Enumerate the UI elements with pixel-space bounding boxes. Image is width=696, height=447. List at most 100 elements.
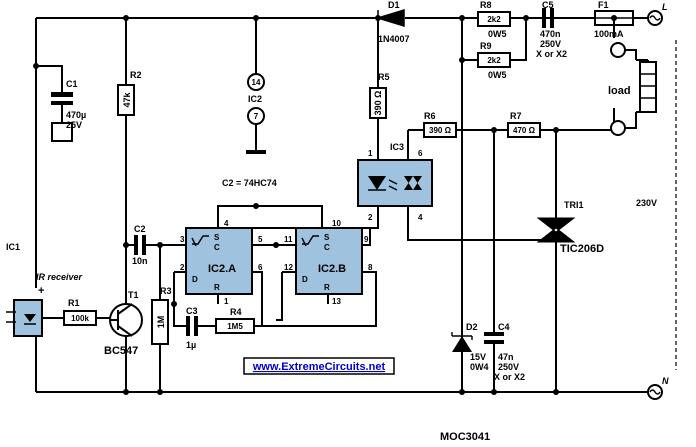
junction-dot xyxy=(123,15,129,21)
d2-zener-bar xyxy=(451,332,473,340)
junction-dot xyxy=(253,15,259,21)
ic2b-r: R xyxy=(324,283,330,292)
r7-ref: R7 xyxy=(510,111,522,121)
junction-dot xyxy=(459,57,465,63)
ic3-led xyxy=(368,176,386,190)
ic2b-wire xyxy=(262,228,377,327)
load-block-lines xyxy=(640,73,656,99)
ic2b-schmitt-icon xyxy=(301,235,319,247)
r2-ref: R2 xyxy=(130,70,142,80)
ir-label: IR receiver xyxy=(36,272,83,282)
ic2b-c: C xyxy=(324,243,330,252)
c4-ref: C4 xyxy=(498,322,510,332)
c2-capacitor-plate2 xyxy=(142,235,146,255)
junction-dot xyxy=(273,242,279,248)
ic2a-d: D xyxy=(192,275,198,284)
ic3-light-arrows xyxy=(388,179,398,191)
junction-dot xyxy=(611,15,617,21)
junction-dot xyxy=(253,203,259,209)
r3-resistor xyxy=(151,299,169,345)
junction-dot xyxy=(459,15,465,21)
ic2a-flipflop xyxy=(185,227,253,295)
load-label: load xyxy=(608,85,631,97)
c1-ref: C1 xyxy=(66,79,78,89)
website-link[interactable]: www.ExtremeCircuits.net xyxy=(252,361,386,373)
r1-value: 100k xyxy=(71,314,89,323)
c5-ref: C5 xyxy=(542,0,554,10)
junction-dot xyxy=(123,242,129,248)
t1-leads xyxy=(110,296,133,392)
f1-value: 100mA xyxy=(594,29,624,39)
r7-resistor xyxy=(507,122,541,138)
r1-ref: R1 xyxy=(68,298,80,308)
caption: MOC3041 xyxy=(440,431,490,443)
ic2b-label: IC2.B xyxy=(318,263,346,275)
r4-ref: R4 xyxy=(230,307,242,317)
ic1-ir-receiver xyxy=(13,299,43,337)
d2-voltage: 15V xyxy=(470,352,486,362)
l-terminal-sine xyxy=(649,15,661,21)
c4-class: X or X2 xyxy=(494,372,525,382)
r2-resistor xyxy=(117,84,135,116)
ic2b-pin13: 13 xyxy=(332,297,341,306)
ic2b-s: S xyxy=(324,233,330,242)
c1-wire xyxy=(36,65,63,123)
c5-class: X or X2 xyxy=(536,49,567,59)
c1-value: 470µ xyxy=(66,110,86,120)
junction-dot xyxy=(157,242,163,248)
c3-capacitor-plate2 xyxy=(194,316,198,336)
n-label: N xyxy=(662,376,669,386)
r4-resistor xyxy=(215,318,255,334)
ic3-pin4: 4 xyxy=(418,213,423,222)
d2-ref: D2 xyxy=(466,322,478,332)
t1-ref: T1 xyxy=(128,290,139,300)
junction-dot xyxy=(123,389,129,395)
c2-note: C2 = 74HC74 xyxy=(222,178,277,188)
ic3-ref: IC3 xyxy=(390,142,404,152)
junction-dot xyxy=(553,127,559,133)
mains-label: 230V xyxy=(636,198,657,208)
ic2a-s: S xyxy=(214,233,220,242)
tri1-ref: TRI1 xyxy=(564,200,584,210)
junction-dot xyxy=(157,389,163,395)
ic3-pin6: 6 xyxy=(418,149,423,158)
ic3-pin2: 2 xyxy=(368,213,373,222)
junction-dot xyxy=(375,15,381,21)
r5-resistor xyxy=(369,87,387,119)
ic2a-label: IC2.A xyxy=(208,263,236,275)
r8-power: 0W5 xyxy=(488,29,507,39)
r5-value: 390 Ω xyxy=(373,91,383,116)
ic2a-pin4: 4 xyxy=(224,219,229,228)
r3-ref: R3 xyxy=(160,286,172,296)
r2-value: 47k xyxy=(122,92,132,108)
c4-capacitor-plate2 xyxy=(484,340,504,344)
ic2b-pin11: 11 xyxy=(284,235,293,244)
r6-ref: R6 xyxy=(424,111,436,121)
d2-zener xyxy=(452,336,472,352)
c1-capacitor-plate xyxy=(51,92,73,97)
r5-ref: R5 xyxy=(378,72,390,82)
junction-dot xyxy=(171,301,177,307)
r8-value: 2k2 xyxy=(487,15,501,24)
c4-voltage: 250V xyxy=(498,362,519,372)
ic2-pin7 xyxy=(247,107,265,125)
d1-ref: D1 xyxy=(388,0,400,10)
d1-diode xyxy=(375,8,405,28)
junction-dot xyxy=(459,389,465,395)
socket-wire xyxy=(625,49,637,129)
n-terminal-sine xyxy=(649,389,661,395)
f1-ref: F1 xyxy=(598,0,609,10)
ic3-pin1: 1 xyxy=(368,149,373,158)
ic2a-schmitt-icon xyxy=(191,235,209,247)
pin14-label: 14 xyxy=(252,78,261,87)
ic2-ref: IC2 xyxy=(248,94,262,104)
r1-resistor xyxy=(63,310,97,326)
c3-value: 1µ xyxy=(186,340,196,350)
pin7-label: 7 xyxy=(254,112,259,121)
ic2b-pin10: 10 xyxy=(332,219,341,228)
c2-capacitor-plate xyxy=(134,235,138,255)
ic1-plus: + xyxy=(38,285,44,297)
junction-dots xyxy=(33,15,617,395)
d1-value: 1N4007 xyxy=(378,34,410,44)
ic2a-pin6: 6 xyxy=(258,263,263,272)
